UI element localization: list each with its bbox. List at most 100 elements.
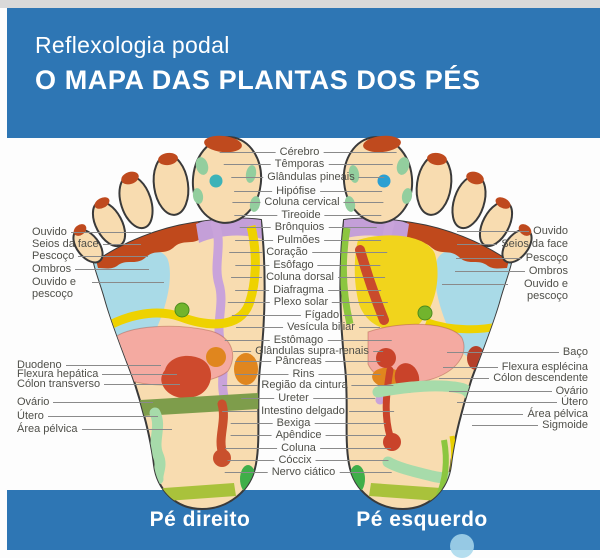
leader-line: [325, 360, 381, 362]
ureter-zone: [382, 366, 394, 440]
left-lower-label-row: Cólon transverso: [13, 378, 181, 390]
stomach-zone: [161, 355, 212, 399]
center-label-row: Glândulas supra-renais: [233, 345, 383, 357]
leader-line: [227, 301, 270, 303]
right-upper-label-row: Ouvido: [457, 225, 572, 237]
leader-line: [223, 163, 271, 165]
center-label-row: Bexiga: [230, 417, 386, 429]
leader-line: [233, 350, 252, 352]
reflex-label: Têmporas: [274, 158, 325, 170]
reflex-label: Pâncreas: [275, 355, 322, 367]
leader-line: [235, 289, 270, 291]
leader-line: [232, 201, 261, 203]
reflex-label: Ouvido: [32, 226, 67, 238]
reflex-label: Região da cintura: [261, 379, 348, 391]
leader-line: [241, 397, 275, 399]
leader-line: [323, 151, 397, 153]
leader-line: [227, 459, 275, 461]
leader-line: [230, 422, 273, 424]
center-label-row: Tireoide: [234, 209, 382, 221]
left-lower-label-row: Útero: [13, 410, 158, 422]
leader-line: [65, 365, 161, 366]
reflex-label: Esôfago: [273, 259, 314, 271]
right-foot-caption: Pé direito: [149, 508, 251, 531]
reflex-label: Hipófise: [276, 185, 316, 197]
center-label-row: Hipófise: [234, 185, 382, 197]
leader-line: [222, 384, 258, 386]
reflex-label: Útero: [17, 410, 44, 422]
center-label-row: Cérebro: [219, 146, 397, 158]
decorative-circle: [450, 534, 474, 558]
leader-line: [328, 226, 377, 228]
reflex-label: Ouvido: [533, 225, 568, 237]
poster-subtitle: Reflexologia podal: [35, 32, 230, 58]
heart-zone: [355, 245, 389, 325]
center-label-row: Apêndice: [230, 429, 386, 441]
right-upper-label-row: Pescoço: [455, 252, 572, 264]
reflex-label: Tireoide: [281, 209, 321, 221]
left-lower-label-row: Duodeno: [13, 359, 161, 371]
leader-line: [448, 391, 552, 392]
reflex-label: Ouvido e pescoço: [32, 276, 77, 300]
leader-line: [317, 264, 381, 266]
kidney-zone: [376, 348, 396, 368]
leader-line: [81, 429, 172, 430]
leader-line: [325, 434, 386, 436]
left-foot-sole-illustration: [330, 132, 540, 512]
reflex-label: Bexiga: [276, 417, 311, 429]
reflex-label: Cólon transverso: [17, 378, 101, 390]
leader-line: [311, 251, 387, 253]
left-lower-label-row: Flexura hepática: [13, 368, 178, 380]
leader-line: [230, 434, 272, 436]
leader-line: [446, 352, 559, 353]
center-label-row: Pâncreas: [235, 355, 381, 367]
leader-line: [231, 276, 263, 278]
leader-line: [457, 231, 530, 232]
leader-line: [457, 402, 558, 403]
reflex-label: Intestino delgado: [261, 405, 345, 417]
right-lower-label-row: Baço: [446, 346, 592, 358]
left-upper-label-row: Seios da face: [28, 238, 141, 250]
left-foot-caption: Pé esquerdo: [356, 508, 488, 531]
leader-line: [53, 402, 154, 403]
center-label-row: Diafragma: [235, 284, 381, 296]
reflex-label: Pescoço: [525, 252, 568, 264]
reflex-label: Cérebro: [279, 146, 320, 158]
footer-banner: [7, 490, 600, 550]
leader-line: [442, 367, 498, 368]
leader-line: [314, 422, 386, 424]
center-label-row: Coração: [229, 246, 387, 258]
center-label-row: Brônquios: [239, 221, 377, 233]
leader-line: [229, 251, 263, 253]
leader-line: [455, 258, 522, 259]
reflex-label: Vesícula biliar: [287, 321, 355, 333]
reflex-label: Ovário: [555, 385, 588, 397]
center-label-row: Pulmões: [235, 234, 381, 246]
reflex-label: Coluna dorsal: [266, 271, 334, 283]
leader-line: [442, 284, 508, 285]
leader-line: [224, 471, 268, 473]
reflex-label: Pulmões: [277, 234, 320, 246]
leader-line: [318, 373, 381, 375]
leader-line: [102, 374, 178, 375]
leader-line: [235, 239, 274, 241]
leader-line: [358, 326, 380, 328]
solar-plexus-dot: [174, 302, 190, 318]
reflex-label: Glândulas supra-renais: [255, 345, 369, 357]
right-lower-label-row: Área pélvica: [463, 408, 592, 420]
reflex-label: Estômago: [273, 334, 324, 346]
solar-plexus-dot: [417, 305, 433, 321]
reflex-label: Cólon descendente: [493, 372, 588, 384]
leader-line: [457, 244, 498, 245]
reflex-label: Ovário: [17, 396, 50, 408]
reflex-label: Glândulas pineais: [267, 171, 355, 183]
right-lower-label-row: Útero: [457, 396, 592, 408]
reflex-label: Seios da face: [501, 238, 568, 250]
leader-line: [219, 151, 276, 153]
leader-line: [225, 447, 278, 449]
reflex-label: Cóccix: [278, 454, 312, 466]
leader-line: [234, 190, 273, 192]
leader-line: [312, 397, 375, 399]
leader-line: [235, 264, 270, 266]
